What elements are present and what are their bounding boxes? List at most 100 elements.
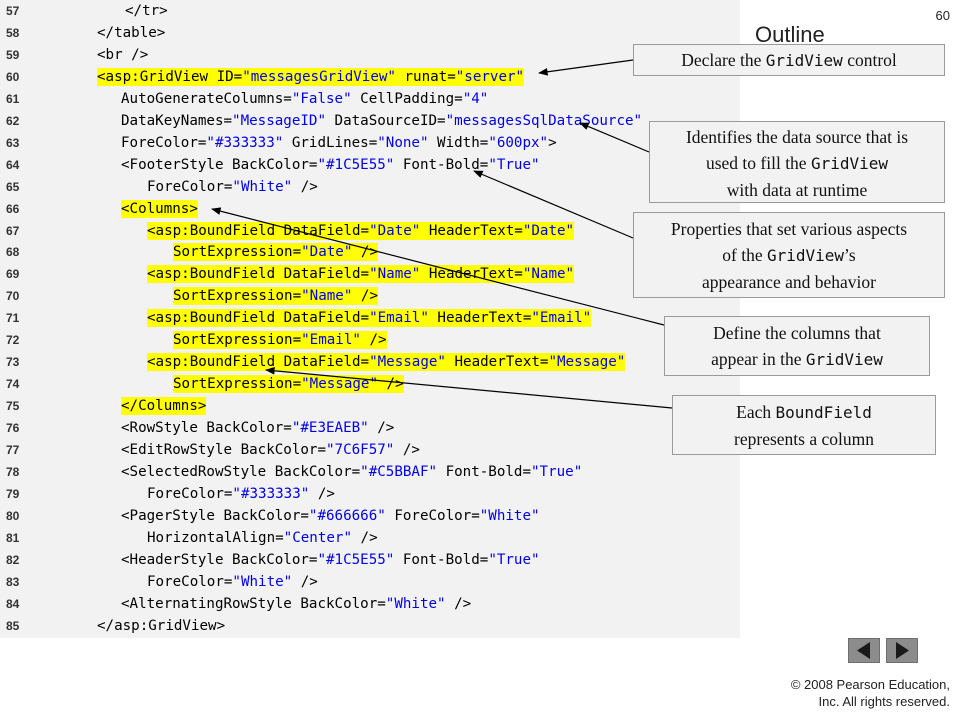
code-line: 84 <AlternatingRowStyle BackColor="White"… <box>0 593 740 615</box>
code-text: <AlternatingRowStyle BackColor="White" /… <box>121 595 471 613</box>
code-text: <asp:BoundField DataField= "Email" Header… <box>147 309 592 328</box>
code-token: Width= <box>428 134 489 151</box>
code-token: > <box>548 134 557 151</box>
line-number: 61 <box>6 91 20 106</box>
code-token: /> <box>368 420 395 437</box>
code-token: DataSourceID= <box>326 112 446 129</box>
triangle-left-icon <box>857 642 870 659</box>
callout-code-term: GridView <box>805 350 883 369</box>
code-text: <asp:BoundField DataField="Message" Head… <box>147 353 626 372</box>
callout-declare-gridview: Declare the GridView control <box>633 44 945 76</box>
code-token: </asp:GridView> <box>97 617 226 634</box>
attribute-value: "#333333" <box>232 485 310 502</box>
code-token: /> <box>309 485 335 502</box>
code-text: <FooterStyle BackColor="#1C5E55" Font-Bo… <box>121 156 540 174</box>
line-number: 77 <box>6 443 20 457</box>
code-token: <FooterStyle BackColor= <box>121 156 318 173</box>
attribute-value: "#666666" <box>308 507 386 524</box>
attribute-value: "Email" <box>301 332 361 349</box>
code-token: GridLines= <box>283 134 378 151</box>
code-token: HeaderText= <box>428 310 532 327</box>
callout-text: appear in the <box>711 349 806 369</box>
code-line: 58 </table> <box>0 22 740 44</box>
code-token: /> <box>394 442 420 458</box>
code-token: HeaderText= <box>420 266 523 283</box>
code-line: 59 <br /> <box>0 44 740 66</box>
line-number: 74 <box>6 377 20 392</box>
code-text: SortExpression="Email" /> <box>173 331 387 350</box>
attribute-value: "server" <box>455 68 525 85</box>
code-text: ForeColor="White" /> <box>147 573 318 591</box>
line-number: 71 <box>6 311 20 326</box>
copyright-line: Inc. All rights reserved. <box>818 694 951 709</box>
code-line: 64<FooterStyle BackColor="#1C5E55" Font-… <box>0 154 740 176</box>
attribute-value: "Name" <box>522 266 575 283</box>
code-token: <asp:GridView ID= <box>97 68 243 85</box>
code-text: AutoGenerateColumns="False" CellPadding=… <box>121 90 488 108</box>
code-line: 66<Columns> <box>0 198 740 220</box>
code-text: DataKeyNames="MessageID" DataSourceID="m… <box>121 112 642 130</box>
code-token: /> <box>360 332 387 349</box>
code-token: /> <box>352 529 378 546</box>
code-token: <EditRowStyle BackColor= <box>121 442 326 458</box>
line-number: 65 <box>6 179 20 194</box>
line-number: 85 <box>6 618 20 633</box>
callout-text: Declare the <box>681 50 766 70</box>
line-number: 84 <box>6 596 20 611</box>
code-token: <PagerStyle BackColor= <box>121 507 309 524</box>
code-token: /> <box>292 573 318 590</box>
code-token: <RowStyle BackColor= <box>121 420 292 437</box>
code-token: ForeColor= <box>147 178 233 195</box>
code-line: 60<asp:GridView ID="messagesGridView" ru… <box>0 66 740 88</box>
code-token: <br /> <box>97 46 149 63</box>
code-token: SortExpression= <box>173 244 302 261</box>
attribute-value: "#C5BBAF" <box>360 463 438 480</box>
line-number: 58 <box>6 25 20 40</box>
next-slide-button[interactable] <box>886 638 918 663</box>
code-text: <asp:BoundField DataField= "Name" HeaderT… <box>147 265 575 284</box>
callout-columns: Define the columns that appear in the Gr… <box>664 316 930 376</box>
line-number: 80 <box>6 508 20 523</box>
code-line: 73<asp:BoundField DataField="Message" He… <box>0 351 740 373</box>
attribute-value: "False" <box>291 90 352 107</box>
attribute-value: "True" <box>488 551 540 568</box>
code-token: <AlternatingRowStyle BackColor= <box>121 595 386 612</box>
code-token: <asp:BoundField DataField= <box>147 222 370 239</box>
code-text: <RowStyle BackColor="#E3EAEB" /> <box>121 419 394 437</box>
attribute-value: "messagesGridView" <box>242 68 396 85</box>
line-number: 68 <box>6 245 20 260</box>
copyright-notice: © 2008 Pearson Education, Inc. All right… <box>791 676 950 710</box>
code-text: <SelectedRowStyle BackColor="#C5BBAF" Fo… <box>121 463 582 481</box>
callout-data-source: Identifies the data source that is used … <box>649 121 945 203</box>
callout-text: control <box>842 50 897 70</box>
code-token: </Columns> <box>121 398 207 415</box>
callout-code-term: BoundField <box>775 403 872 422</box>
attribute-value: "Message" <box>548 354 626 371</box>
code-line: 71 <asp:BoundField DataField= "Email" Head… <box>0 307 740 329</box>
callout-text: Properties that set various aspects <box>670 219 908 239</box>
line-number: 59 <box>6 47 20 62</box>
code-token: DataKeyNames= <box>121 112 233 129</box>
code-token: <asp:BoundField DataField= <box>147 266 370 283</box>
code-token: HeaderText= <box>420 222 523 239</box>
attribute-value: "True" <box>488 156 540 173</box>
line-number: 81 <box>6 530 20 545</box>
attribute-value: "#E3EAEB" <box>291 420 369 437</box>
callout-text: Each <box>736 402 776 422</box>
attribute-value: "Email" <box>531 310 592 327</box>
code-listing: 57</tr>58</table>59<br />60<asp:GridView… <box>0 0 740 638</box>
previous-slide-button[interactable] <box>848 638 880 663</box>
attribute-value: "Name" <box>301 288 353 305</box>
code-text: <Columns> <box>121 199 198 218</box>
attribute-value: "Center" <box>283 529 353 546</box>
attribute-value: "White" <box>232 573 293 590</box>
code-token: <SelectedRowStyle BackColor= <box>121 463 361 480</box>
code-line: 75</Columns> <box>0 395 740 417</box>
code-text: </table> <box>97 24 165 42</box>
code-token: <asp:BoundField DataField= <box>147 310 370 327</box>
code-token: /> <box>352 288 378 305</box>
